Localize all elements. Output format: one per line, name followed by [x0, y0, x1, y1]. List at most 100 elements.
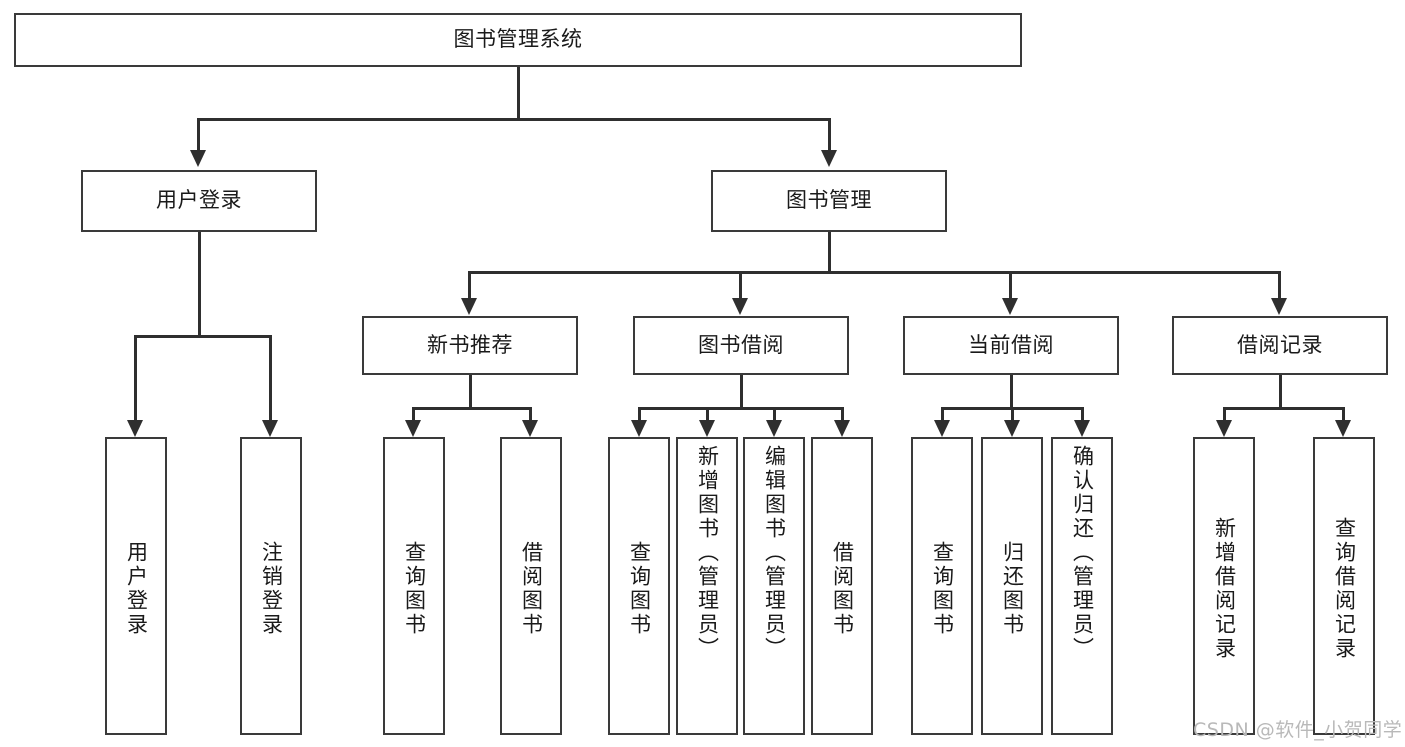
connector-book-borrow-leaf-1	[638, 407, 641, 420]
connector-new-book-leaf-2	[529, 407, 532, 420]
watermark-text: CSDN @软件_小贺同学	[1193, 719, 1403, 741]
leaf-label: 借阅图书	[830, 541, 855, 637]
leaf-text-wrap: 查询借阅记录	[1331, 445, 1358, 733]
leaf-edit-book-admin[interactable]: 编辑图书（管理员）	[743, 437, 805, 735]
node-label: 当前借阅	[968, 332, 1054, 357]
arrow-user-login-leaf-1	[127, 420, 143, 437]
csdn-watermark: CSDN @软件_小贺同学	[1193, 715, 1402, 742]
leaf-borrow-book-new-book[interactable]: 借阅图书	[500, 437, 562, 735]
connector-bm-to-borrow-record	[1278, 271, 1281, 298]
connector-book-borrow-stem	[740, 375, 743, 407]
leaf-logout[interactable]: 注销登录	[240, 437, 302, 735]
leaf-text-wrap: 新增借阅记录	[1211, 445, 1238, 733]
arrow-book-borrow-leaf-2	[699, 420, 715, 437]
leaf-borrow-book[interactable]: 借阅图书	[811, 437, 873, 735]
arrow-current-borrow-leaf-1	[934, 420, 950, 437]
arrow-book-borrow-leaf-3	[766, 420, 782, 437]
connector-user-login-stem	[198, 232, 201, 335]
connector-borrow-record-leaf-1	[1223, 407, 1226, 420]
connector-bm-to-current-borrow	[1009, 271, 1012, 298]
node-label: 图书管理	[786, 188, 872, 213]
leaf-label: 确认归还（管理员）	[1070, 445, 1095, 661]
leaf-label: 查询图书	[627, 541, 652, 637]
leaf-label: 查询借阅记录	[1332, 517, 1357, 661]
node-book-borrow[interactable]: 图书借阅	[633, 316, 849, 375]
node-new-book-recommend[interactable]: 新书推荐	[362, 316, 578, 375]
leaf-query-book-new-book[interactable]: 查询图书	[383, 437, 445, 735]
node-label: 图书借阅	[698, 332, 784, 357]
leaf-label: 新增图书（管理员）	[695, 445, 720, 661]
connector-current-borrow-leaf-2	[1011, 407, 1014, 420]
leaf-text-wrap: 注销登录	[258, 445, 285, 733]
connector-book-management-bar	[468, 271, 1280, 274]
leaf-label: 新增借阅记录	[1212, 517, 1237, 661]
arrow-current-borrow-leaf-2	[1004, 420, 1020, 437]
node-book-management[interactable]: 图书管理	[711, 170, 947, 232]
leaf-label: 编辑图书（管理员）	[762, 445, 787, 661]
leaf-text-wrap: 查询图书	[929, 445, 956, 733]
arrow-bm-to-current-borrow	[1002, 298, 1018, 315]
leaf-query-book-current[interactable]: 查询图书	[911, 437, 973, 735]
connector-bm-to-book-borrow	[739, 271, 742, 298]
leaf-text-wrap: 编辑图书（管理员）	[761, 445, 788, 733]
leaf-label: 查询图书	[930, 541, 955, 637]
node-borrow-record[interactable]: 借阅记录	[1172, 316, 1388, 375]
connector-current-borrow-leaf-3	[1081, 407, 1084, 420]
connector-borrow-record-bar	[1223, 407, 1344, 410]
connector-book-borrow-bar	[638, 407, 843, 410]
leaf-text-wrap: 借阅图书	[829, 445, 856, 733]
node-root-book-management-system[interactable]: 图书管理系统	[14, 13, 1022, 67]
leaf-label: 借阅图书	[519, 541, 544, 637]
node-user-login[interactable]: 用户登录	[81, 170, 317, 232]
leaf-text-wrap: 确认归还（管理员）	[1069, 445, 1096, 733]
connector-current-borrow-leaf-1	[941, 407, 944, 420]
leaf-label: 归还图书	[1000, 541, 1025, 637]
arrow-bm-to-new-book	[461, 298, 477, 315]
connector-book-management-stem	[828, 232, 831, 271]
connector-book-borrow-leaf-4	[841, 407, 844, 420]
arrow-new-book-leaf-1	[405, 420, 421, 437]
node-label: 用户登录	[156, 188, 242, 213]
leaf-text-wrap: 借阅图书	[518, 445, 545, 733]
arrow-borrow-record-leaf-2	[1335, 420, 1351, 437]
arrow-user-login-leaf-2	[262, 420, 278, 437]
arrow-current-borrow-leaf-3	[1074, 420, 1090, 437]
connector-borrow-record-stem	[1279, 375, 1282, 407]
leaf-query-book-borrow[interactable]: 查询图书	[608, 437, 670, 735]
leaf-text-wrap: 查询图书	[401, 445, 428, 733]
connector-user-login-bar	[134, 335, 271, 338]
node-label: 借阅记录	[1237, 332, 1323, 357]
leaf-user-login[interactable]: 用户登录	[105, 437, 167, 735]
connector-root-bar	[197, 118, 830, 121]
connector-user-login-leaf-1	[134, 335, 137, 420]
connector-bm-to-new-book	[468, 271, 471, 298]
leaf-label: 注销登录	[259, 541, 284, 637]
node-label: 新书推荐	[427, 332, 513, 357]
node-current-borrow[interactable]: 当前借阅	[903, 316, 1119, 375]
connector-new-book-stem	[469, 375, 472, 407]
arrow-root-to-user-login	[190, 150, 206, 167]
connector-borrow-record-leaf-2	[1342, 407, 1345, 420]
leaf-label: 用户登录	[124, 541, 149, 637]
leaf-query-borrow-record[interactable]: 查询借阅记录	[1313, 437, 1375, 735]
leaf-text-wrap: 用户登录	[123, 445, 150, 733]
node-label: 图书管理系统	[453, 27, 583, 52]
leaf-add-book-admin[interactable]: 新增图书（管理员）	[676, 437, 738, 735]
connector-book-borrow-leaf-3	[773, 407, 776, 420]
arrow-bm-to-borrow-record	[1271, 298, 1287, 315]
connector-user-login-leaf-2	[269, 335, 272, 420]
arrow-book-borrow-leaf-4	[834, 420, 850, 437]
connector-book-borrow-leaf-2	[706, 407, 709, 420]
arrow-root-to-book-management	[821, 150, 837, 167]
leaf-label: 查询图书	[402, 541, 427, 637]
leaf-return-book[interactable]: 归还图书	[981, 437, 1043, 735]
leaf-add-borrow-record[interactable]: 新增借阅记录	[1193, 437, 1255, 735]
connector-root-to-user-login	[197, 118, 200, 150]
leaf-text-wrap: 归还图书	[999, 445, 1026, 733]
connector-current-borrow-stem	[1010, 375, 1013, 407]
leaf-confirm-return-admin[interactable]: 确认归还（管理员）	[1051, 437, 1113, 735]
arrow-bm-to-book-borrow	[732, 298, 748, 315]
connector-root-to-book-management	[828, 118, 831, 150]
connector-new-book-leaf-1	[412, 407, 415, 420]
